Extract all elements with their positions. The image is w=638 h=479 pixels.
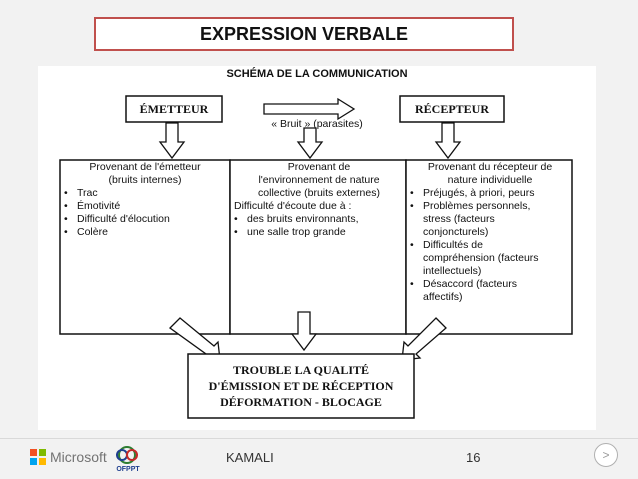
receiver-label: RÉCEPTEUR	[414, 102, 489, 116]
bullet-item: Difficultés de compréhension (facteurs i…	[410, 239, 570, 278]
column-box-environment	[229, 159, 407, 335]
footer-divider	[0, 438, 638, 439]
bullet-item: des bruits environnants,	[234, 213, 404, 226]
column-environment: Provenant de l'environnement de nature c…	[234, 161, 404, 239]
middle-down-arrow	[290, 311, 318, 352]
footer-author: KAMALI	[226, 450, 274, 465]
receiver-box	[399, 95, 505, 123]
bullet-item: Trac	[64, 187, 226, 200]
bullet-item: Émotivité	[64, 200, 226, 213]
bullet-item: Colère	[64, 226, 226, 239]
bullet-item: Problèmes personnels, stress (facteurs c…	[410, 200, 570, 239]
noise-arrow	[263, 97, 356, 121]
next-slide-button[interactable]: >	[594, 443, 618, 467]
receiver-down-arrow	[434, 122, 462, 160]
column-environment-heading: Provenant de l'environnement de nature c…	[258, 161, 380, 199]
noise-label: « Bruit » (parasites)	[271, 118, 363, 130]
bullet-item: Difficulté d'élocution	[64, 213, 226, 226]
ofppt-logo-icon	[116, 446, 138, 464]
column-receiver: Provenant du récepteur de nature individ…	[410, 161, 570, 304]
microsoft-logo: Microsoft	[30, 449, 107, 465]
ofppt-logo-label: OFPPT	[116, 466, 140, 473]
column-emitter: Provenant de l'émetteur (bruits internes…	[64, 161, 226, 239]
emitter-box	[125, 95, 223, 123]
page-number: 16	[466, 450, 481, 465]
emitter-label: ÉMETTEUR	[139, 102, 209, 116]
bullet-item: une salle trop grande	[234, 226, 404, 239]
microsoft-wordmark: Microsoft	[50, 449, 107, 465]
bullet-item: Préjugés, à priori, peurs	[410, 187, 570, 200]
result-box	[187, 353, 415, 419]
result-text: TROUBLE LA QUALITÉ D'ÉMISSION ET DE RÉCE…	[208, 363, 394, 409]
microsoft-icon	[30, 449, 46, 465]
noise-down-arrow	[296, 127, 324, 160]
bullet-item: Désaccord (facteurs affectifs)	[410, 278, 570, 304]
column-environment-intro: Difficulté d'écoute due à :	[234, 200, 352, 212]
emitter-down-arrow	[158, 122, 186, 160]
diagram-panel: SCHÉMA DE LA COMMUNICATION ÉMETTEUR « Br…	[38, 66, 596, 430]
slide-title: EXPRESSION VERBALE	[94, 17, 514, 51]
column-emitter-heading: Provenant de l'émetteur (bruits internes…	[89, 161, 201, 186]
diagram-heading: SCHÉMA DE LA COMMUNICATION	[226, 68, 408, 80]
column-receiver-heading: Provenant du récepteur de nature individ…	[427, 161, 553, 186]
